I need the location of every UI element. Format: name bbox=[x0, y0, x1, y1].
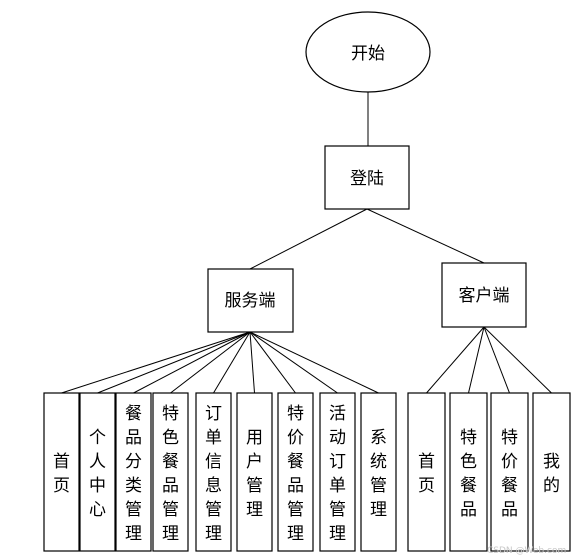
client-child-label-4: 我的 bbox=[543, 452, 560, 496]
server-child-edge-9 bbox=[249, 331, 379, 394]
client-child-label-1: 首页 bbox=[418, 452, 435, 496]
server-child-edge-7 bbox=[249, 331, 296, 394]
server-child-label-4: 特色餐品管理 bbox=[162, 404, 179, 544]
client-node: 客户端 bbox=[441, 262, 527, 328]
connector-lines bbox=[61, 92, 552, 394]
client-child-node-2: 特色餐品 bbox=[449, 392, 488, 552]
client-label: 客户端 bbox=[459, 286, 510, 306]
nodes: 开始 登陆 服务端 客户端 bbox=[207, 11, 527, 333]
login-label: 登陆 bbox=[350, 169, 384, 189]
server-child-label-9: 系统管理 bbox=[370, 428, 387, 520]
client-child-node-4: 我的 bbox=[532, 392, 571, 552]
edge-login-client bbox=[366, 208, 485, 264]
server-child-node-7: 特价餐品管理 bbox=[277, 392, 314, 552]
server-child-node-1: 首页 bbox=[43, 392, 80, 552]
server-child-edge-1 bbox=[61, 331, 251, 394]
server-node: 服务端 bbox=[207, 268, 294, 333]
client-child-label-3: 特价餐品 bbox=[501, 428, 518, 520]
edge-login-server bbox=[249, 208, 368, 270]
server-children: 首页 个人中心 餐品分类管理 特色餐品管理 订单信息管理 用户管理 特价餐品管理 活动订单管理… bbox=[43, 392, 397, 552]
server-child-node-2: 个人中心 bbox=[79, 392, 116, 552]
client-children: 首页 特色餐品 特价餐品 我的 bbox=[407, 392, 571, 552]
server-child-label-8: 活动订单管理 bbox=[329, 404, 346, 544]
server-child-edge-8 bbox=[249, 331, 338, 394]
server-child-edge-2 bbox=[97, 331, 251, 394]
server-child-edge-3 bbox=[133, 331, 251, 394]
server-child-edge-6 bbox=[249, 331, 255, 394]
server-child-node-9: 系统管理 bbox=[360, 392, 397, 552]
start-node: 开始 bbox=[305, 11, 431, 93]
client-child-edge-3 bbox=[483, 326, 510, 394]
client-child-edge-2 bbox=[468, 326, 485, 394]
server-child-label-1: 首页 bbox=[53, 452, 70, 496]
server-child-node-3: 餐品分类管理 bbox=[115, 392, 152, 552]
client-child-node-1: 首页 bbox=[407, 392, 446, 552]
client-child-node-3: 特价餐品 bbox=[490, 392, 529, 552]
server-child-node-8: 活动订单管理 bbox=[319, 392, 356, 552]
client-child-label-2: 特色餐品 bbox=[460, 428, 477, 520]
login-node: 登陆 bbox=[324, 145, 410, 210]
server-child-edge-5 bbox=[213, 331, 251, 394]
server-child-node-5: 订单信息管理 bbox=[195, 392, 232, 552]
watermark: CSDN @Web.com bbox=[487, 546, 566, 556]
server-child-node-4: 特色餐品管理 bbox=[152, 392, 189, 552]
start-label: 开始 bbox=[351, 44, 385, 64]
server-child-label-2: 个人中心 bbox=[89, 428, 106, 520]
client-child-edge-1 bbox=[426, 326, 485, 394]
client-child-edge-4 bbox=[483, 326, 552, 394]
server-child-label-5: 订单信息管理 bbox=[205, 404, 222, 544]
server-child-label-3: 餐品分类管理 bbox=[125, 404, 142, 544]
server-child-label-7: 特价餐品管理 bbox=[287, 404, 304, 544]
server-child-node-6: 用户管理 bbox=[236, 392, 273, 552]
server-child-edge-4 bbox=[170, 331, 251, 394]
server-child-label-6: 用户管理 bbox=[246, 428, 263, 520]
server-label: 服务端 bbox=[225, 291, 276, 311]
